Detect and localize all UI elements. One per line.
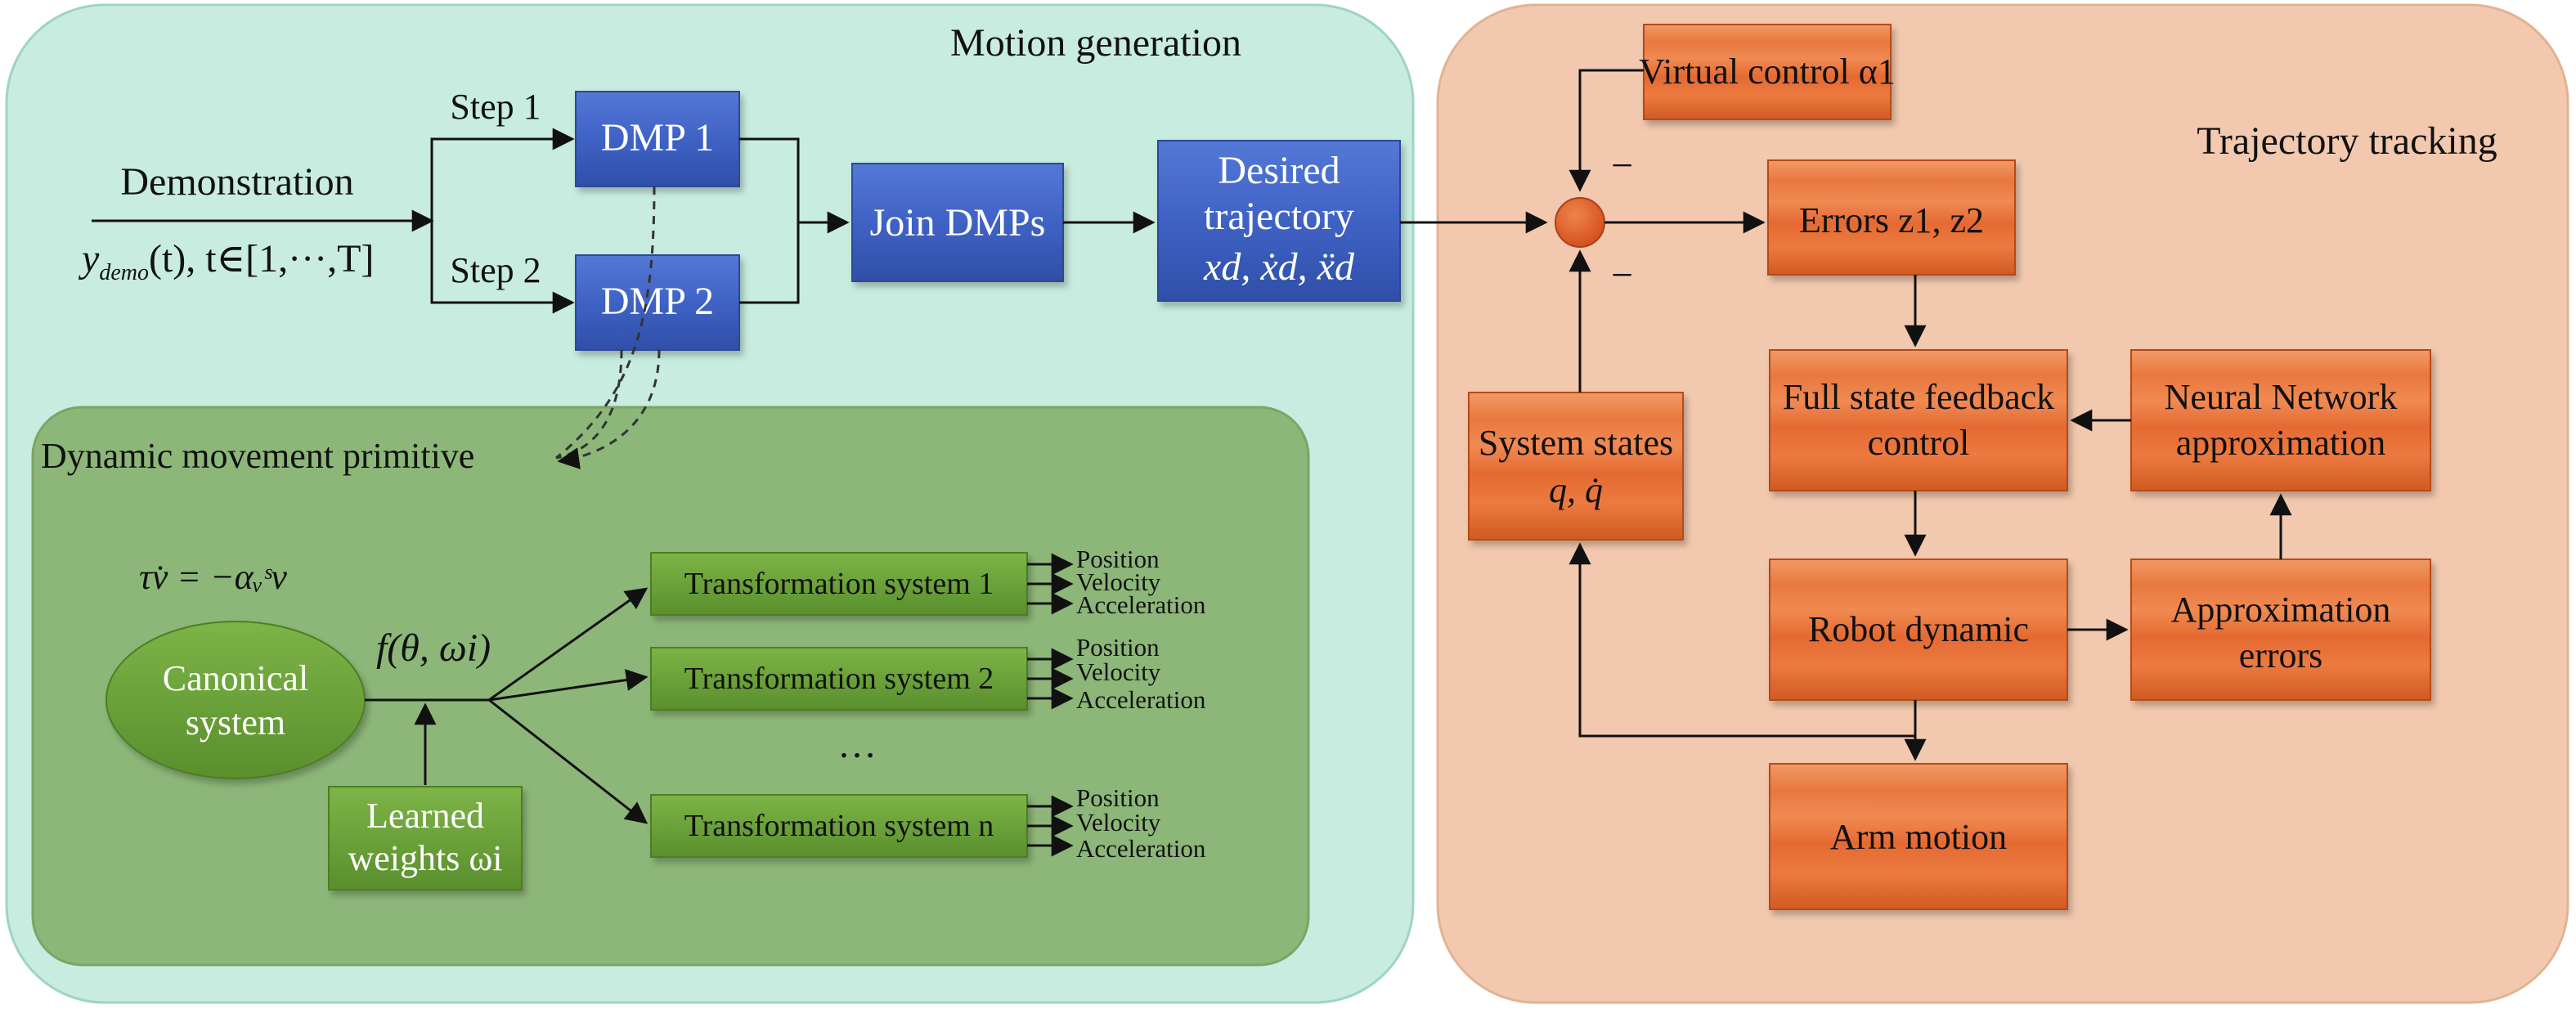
dmp1-dashed-link <box>555 186 656 460</box>
minus-sign-bottom: − <box>1611 254 1633 297</box>
output-position-n: Position <box>1076 783 1160 812</box>
dmp2-dashed-link-b <box>557 349 661 469</box>
virtual-to-sum-connector <box>1568 69 1644 192</box>
forcing-term-label: f(θ, ωi) <box>376 626 491 670</box>
dynamic-movement-primitive-title: Dynamic movement primitive <box>41 436 474 476</box>
errors-label: Errors z1, z2 <box>1799 200 1984 240</box>
learned-label-line1: Learned <box>366 796 484 836</box>
learned-weights-box: Learned weights ωi <box>328 786 523 891</box>
output-acceleration-n: Acceleration <box>1076 834 1206 863</box>
transformation-system-n: Transformation system n <box>650 794 1028 858</box>
errors-box: Errors z1, z2 <box>1767 159 2016 276</box>
step2-label: Step 2 <box>450 250 541 290</box>
transformation-system-1-label: Transformation system 1 <box>684 567 994 601</box>
robot-dynamic-label: Robot dynamic <box>1808 609 2029 649</box>
join-dmps-box: Join DMPs <box>851 163 1064 282</box>
system-states-line1: System states <box>1479 423 1673 463</box>
output-acceleration-2: Acceleration <box>1076 685 1206 714</box>
desired-label-line1: Desired <box>1218 149 1340 192</box>
transformation-system-2-label: Transformation system 2 <box>684 662 994 696</box>
output-position-1: Position <box>1076 545 1160 573</box>
output-velocity-2: Velocity <box>1076 657 1161 686</box>
transformation-system-n-label: Transformation system n <box>684 809 994 843</box>
demonstration-label: Demonstration <box>120 160 353 204</box>
step1-connector <box>430 128 575 221</box>
output-position-2: Position <box>1076 633 1160 662</box>
nn-line1: Neural Network <box>2165 377 2398 417</box>
output-velocity-1: Velocity <box>1076 568 1161 596</box>
desired-label-vars: xd, ẋd, ẍd <box>1203 245 1355 289</box>
step1-label: Step 1 <box>450 87 541 127</box>
approximation-errors-box: Approximation errors <box>2130 559 2431 701</box>
minus-sign-top: − <box>1611 144 1633 187</box>
virtual-control-label: Virtual control α1 <box>1639 52 1896 92</box>
output-acceleration-1: Acceleration <box>1076 590 1206 619</box>
canonical-system-ellipse: Canonical system <box>105 621 366 779</box>
arm-motion-box: Arm motion <box>1769 763 2068 910</box>
dmp1-to-join-connector <box>739 137 850 234</box>
canonical-equation: τv̇ = −αᵥˢv <box>139 557 287 597</box>
dmp2-to-join-connector <box>739 222 800 304</box>
robot-dynamic-box: Robot dynamic <box>1769 559 2068 701</box>
outputs-sys2: Position Velocity Acceleration <box>1027 633 1206 714</box>
outputs-sys1: Position Velocity Acceleration <box>1027 545 1206 619</box>
fanout-to-sys2 <box>488 669 648 702</box>
dmp1-label: DMP 1 <box>601 116 714 159</box>
desired-trajectory-box: Desired trajectory xd, ẋd, ẍd <box>1157 140 1401 302</box>
transformation-system-2: Transformation system 2 <box>650 647 1028 711</box>
approx-line2: errors <box>2239 635 2323 675</box>
trajectory-tracking-panel <box>1436 3 2569 1004</box>
transformation-ellipsis: … <box>837 723 877 766</box>
transformation-system-1: Transformation system 1 <box>650 552 1028 616</box>
output-velocity-n: Velocity <box>1076 808 1161 837</box>
full-state-feedback-box: Full state feedback control <box>1769 349 2068 491</box>
summing-junction <box>1555 197 1605 248</box>
canonical-label-line2: system <box>186 702 285 743</box>
dmp2-box: DMP 2 <box>575 254 740 351</box>
full-state-line1: Full state feedback <box>1783 377 2054 417</box>
fanout-to-sysn <box>488 698 648 824</box>
learned-label-line2: weights ωi <box>348 838 502 878</box>
feedback-loop-connector <box>1568 542 1915 738</box>
motion-generation-title: Motion generation <box>950 21 1241 65</box>
virtual-control-box: Virtual control α1 <box>1639 24 1896 120</box>
trajectory-tracking-title: Trajectory tracking <box>2197 119 2497 163</box>
arm-motion-label: Arm motion <box>1830 817 2007 857</box>
desired-label-line2: trajectory <box>1204 195 1354 238</box>
dmp2-label: DMP 2 <box>601 280 714 323</box>
system-states-line2: q, q̇ <box>1549 470 1603 510</box>
full-state-line2: control <box>1868 423 1970 463</box>
system-states-box: System states q, q̇ <box>1468 392 1684 541</box>
demonstration-signal: ydemo(t), t∈[1,···,T] <box>78 237 374 285</box>
dmp1-box: DMP 1 <box>575 91 740 187</box>
fanout-to-sys1 <box>488 587 648 702</box>
join-dmps-label: Join DMPs <box>870 201 1046 245</box>
outputs-sysn: Position Velocity Acceleration <box>1027 783 1206 863</box>
canonical-label-line1: Canonical <box>163 658 308 698</box>
approx-line1: Approximation <box>2171 590 2391 630</box>
neural-network-box: Neural Network approximation <box>2130 349 2431 491</box>
step2-connector <box>430 221 575 314</box>
nn-line2: approximation <box>2176 423 2386 463</box>
